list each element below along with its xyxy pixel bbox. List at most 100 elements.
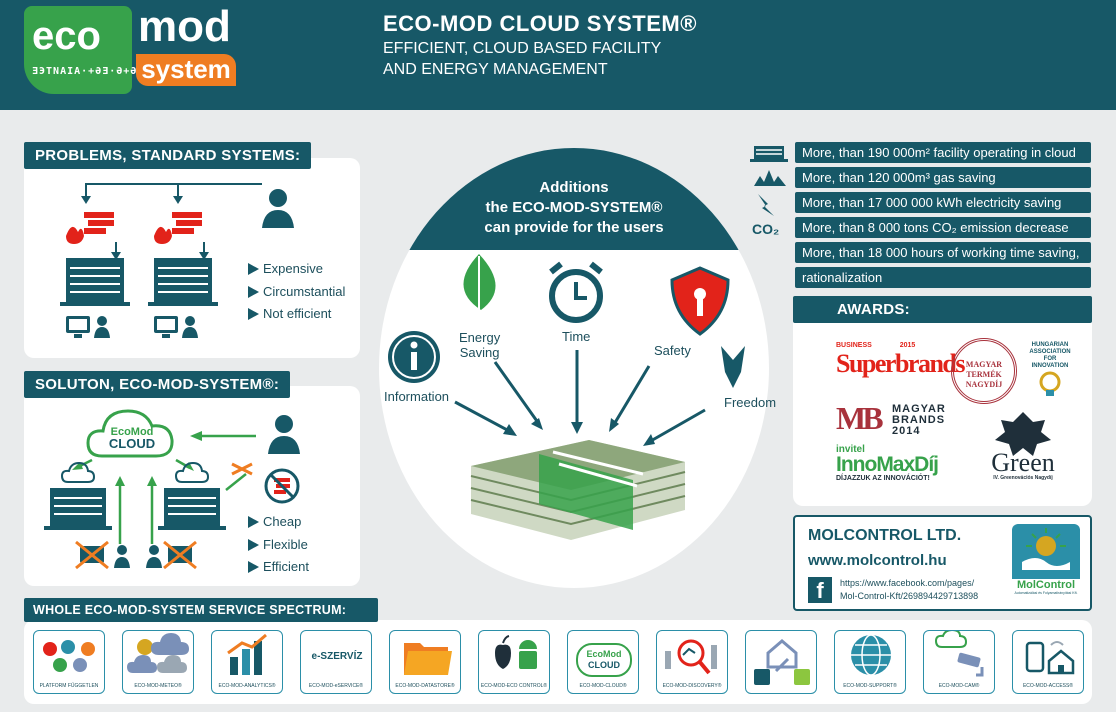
- blocked-firewall-icon: [231, 462, 300, 504]
- tile-datastore[interactable]: ECO-MOD-DATASTORE®: [389, 630, 461, 694]
- tile-label: ECO-MOD-DISCOVERY®: [662, 683, 722, 689]
- tile-discovery[interactable]: ECO-MOD-DISCOVERY®: [656, 630, 728, 694]
- spectrum-title: WHOLE ECO-MOD-SYSTEM SERVICE SPECTRUM:: [24, 598, 378, 622]
- magyar-brands-logo[interactable]: MB MAGYAR BRANDS 2014: [836, 400, 956, 438]
- firewall-icon-2: [154, 212, 202, 244]
- page-title: ECO-MOD CLOUD SYSTEM®: [383, 11, 697, 36]
- tile-label: ECO-MOD-CLOUD®: [579, 683, 627, 689]
- cloud-icon: [86, 409, 174, 458]
- tile-label: ECO-MOD-SUPPORT®: [843, 683, 897, 689]
- tile-label: PLATFORM FÜGGETLEN: [39, 683, 99, 689]
- tile-label: ECO-MOD-ACCESS®: [1022, 683, 1074, 689]
- superbrands-logo[interactable]: BUSINESS 2015 Superbrands: [836, 342, 966, 392]
- magyar-termek-seal[interactable]: MAGYAR TERMÉK NAGYDÍJ: [951, 338, 1017, 404]
- label-time: Time: [562, 329, 591, 344]
- phone-home-icon: [1025, 641, 1075, 675]
- tile-meteo[interactable]: ECO-MOD-METEO®: [122, 630, 194, 694]
- building-icon-2: [148, 258, 218, 306]
- solution-title: SOLUTON, ECO-MOD-SYSTEM®:: [24, 371, 291, 398]
- tile-access[interactable]: ECO-MOD-ACCESS®: [1012, 630, 1084, 694]
- hai-bulb-icon: [1039, 371, 1061, 396]
- label-information: Information: [384, 389, 450, 404]
- logo-tagline: ƎЭTNAIA·+ƏƎ·Ə+Ə: [32, 66, 138, 77]
- subtitle-line-1: EFFICIENT, CLOUD BASED FACILITY: [383, 40, 662, 57]
- solution-bullet-efficient: Efficient: [248, 559, 309, 574]
- crossed-workstations: [75, 540, 197, 570]
- innomax-logo[interactable]: invitel InnoMaxDíj DÍJAZZUK AZ INNOVÁCIÓ…: [836, 444, 960, 488]
- arrow-heads: [81, 196, 209, 260]
- green-award-logo[interactable]: Green IV. Greenovációs Nagydíj: [978, 410, 1068, 490]
- arrow-heads: [503, 418, 655, 446]
- cloud-tile-1: EcoMod: [586, 649, 622, 659]
- company-name: MOLCONTROL LTD.: [808, 527, 962, 544]
- spectrum-panel: [24, 620, 1092, 704]
- globe-icon: [851, 634, 891, 676]
- leaf-icon: [463, 254, 496, 310]
- problems-diagram: [60, 183, 294, 338]
- green-leaf-icon: [995, 412, 1051, 456]
- cloud-label-1: EcoMod: [110, 426, 154, 438]
- solution-bullet-cheap: Cheap: [248, 514, 301, 529]
- problem-bullet-not-efficient: Not efficient: [248, 306, 331, 321]
- page-subtitle: EFFICIENT, CLOUD BASED FACILITY AND ENER…: [383, 38, 783, 80]
- label-energy-1: Energy: [459, 330, 501, 345]
- apple-android-icon: [495, 635, 537, 669]
- heading-line-3: can provide for the users: [484, 219, 664, 236]
- tile-platform[interactable]: PLATFORM FÜGGETLEN: [33, 630, 105, 694]
- eszerviz-logo: e-SZERVÍZ: [311, 651, 363, 662]
- additions-graphic: [388, 254, 745, 540]
- superbrands-top: BUSINESS 2015: [836, 342, 940, 349]
- header-banner: eco ƎЭTNAIA·+ƏƎ·Ə+Ə mod system ECO-MOD C…: [0, 0, 1116, 110]
- problems-title: PROBLEMS, STANDARD SYSTEMS:: [24, 142, 312, 169]
- label-safety: Safety: [654, 343, 691, 358]
- facebook-line-2: Mol-Control-Kft/269894429713898: [840, 591, 979, 601]
- tile-eservice[interactable]: e-SZERVÍZ ECO-MOD-eSERVICE®: [300, 630, 372, 694]
- green-name: Green: [991, 448, 1055, 477]
- freedom-bird-icon: [721, 346, 745, 388]
- innomax-name: InnoMaxDíj: [836, 453, 939, 476]
- awards-title: AWARDS:: [793, 296, 1092, 323]
- tile-cloud[interactable]: EcoMod CLOUD ECO-MOD-CLOUD®: [567, 630, 639, 694]
- tile-label: ECO-MOD-DATASTORE®: [395, 683, 455, 689]
- person-icon: [262, 189, 294, 228]
- innomax-brand: invitel: [836, 444, 865, 455]
- mb-line-1: MAGYAR: [892, 403, 946, 415]
- molcontrol-sub: Automatizálási és Folyamatirányítási Kft…: [1012, 591, 1080, 605]
- person-icon: [268, 415, 300, 454]
- superbrands-name: Superbrands: [836, 349, 966, 378]
- tile-cam[interactable]: ECO-MOD-CAM®: [923, 628, 995, 694]
- tile-ecocontrol[interactable]: ECO-MOD-ECO CONTROL®: [478, 630, 550, 694]
- folder-icon: [404, 643, 452, 675]
- stat-working-time: More, than 18 000 hours of working time …: [795, 242, 1091, 263]
- solution-diagram: [44, 409, 300, 570]
- tile-support[interactable]: ECO-MOD-SUPPORT®: [834, 630, 906, 694]
- ecomod-logo[interactable]: eco ƎЭTNAIA·+ƏƎ·Ə+Ə mod system: [24, 2, 238, 96]
- company-website-link[interactable]: www.molcontrol.hu: [808, 552, 947, 569]
- co2-icon: CO₂: [752, 221, 780, 237]
- flow-arrows: [454, 350, 706, 444]
- hai-line-2: ASSOCIATION: [1029, 349, 1071, 355]
- heading-line-1: Additions: [539, 179, 609, 196]
- solution-bullet-flexible: Flexible: [248, 537, 308, 552]
- mb-monogram: MB: [836, 400, 884, 436]
- stat-co2: More, than 8 000 tons CO₂ emission decre…: [795, 217, 1091, 238]
- tile-label: ECO-MOD-ANALYTICS®: [218, 683, 276, 689]
- superbrands-business: BUSINESS: [836, 342, 872, 349]
- tile-analytics[interactable]: ECO-MOD-ANALYTICS®: [211, 630, 283, 694]
- gas-flame-icon: [754, 170, 786, 186]
- magnifier-chart-icon: [665, 639, 717, 675]
- upload-cloud-icons: [60, 461, 210, 483]
- browsers-icon: [43, 640, 95, 672]
- molcontrol-logo[interactable]: MolControl Automatizálási és Folyamatirá…: [1012, 524, 1080, 605]
- hand-sun-icon: [1022, 528, 1070, 570]
- hungarian-innovation-logo[interactable]: HUNGARIAN ASSOCIATION FOR INNOVATION: [1026, 342, 1074, 403]
- facebook-link[interactable]: https://www.facebook.com/pages/ Mol-Cont…: [840, 577, 978, 603]
- hai-line-3: FOR: [1043, 356, 1057, 362]
- additions-cap: [379, 148, 769, 250]
- tile-home-tools[interactable]: [745, 630, 817, 694]
- stats-icons: [750, 146, 788, 216]
- heading-line-2: the ECO-MOD-SYSTEM®: [485, 199, 663, 216]
- clock-icon: [549, 261, 603, 323]
- electricity-icon: [758, 194, 774, 216]
- facebook-icon[interactable]: f: [808, 577, 832, 603]
